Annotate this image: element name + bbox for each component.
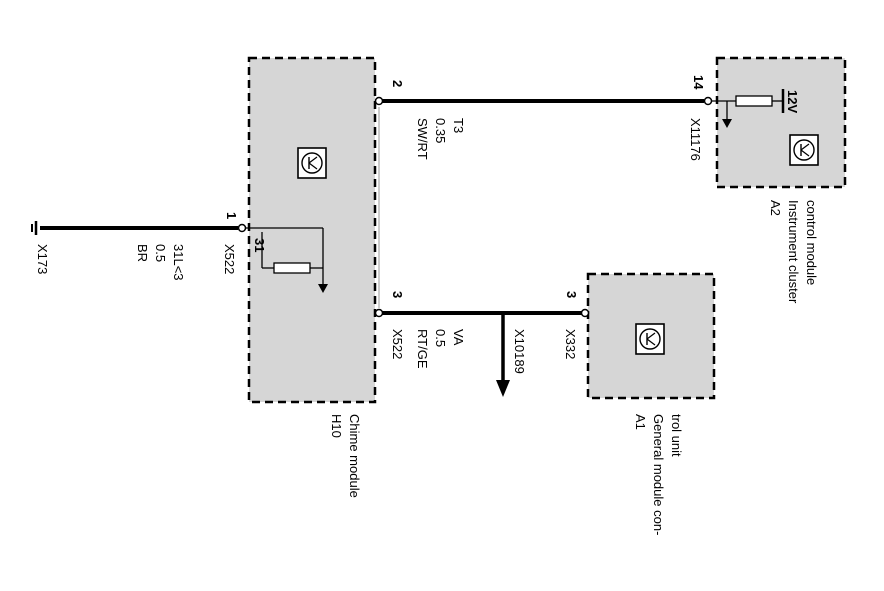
t3-wire-size: 0.35 <box>433 118 448 143</box>
a2-resistor <box>735 95 773 107</box>
a2-pin14-terminal[interactable] <box>703 96 713 106</box>
t3-wire-signal: T3 <box>451 118 466 133</box>
ground-wire-size: 0.5 <box>153 244 168 262</box>
h10-name: Chime module <box>347 414 362 498</box>
h10-pin1-connector: X522 <box>222 244 237 274</box>
va-wire-color: RT/GE <box>415 329 430 369</box>
a2-name-line1: Instrument cluster <box>786 200 801 304</box>
chime-module-box[interactable] <box>247 56 377 404</box>
a1-id: A1 <box>633 414 648 430</box>
t3-wire-color: SW/RT <box>415 118 430 160</box>
h10-pin3-terminal[interactable] <box>374 308 384 318</box>
a2-name-line2: control module <box>804 200 819 285</box>
a1-pin3-terminal[interactable] <box>580 308 590 318</box>
a2-id: A2 <box>768 200 783 216</box>
h10-resistor <box>273 262 311 274</box>
h10-pin2-terminal[interactable] <box>374 96 384 106</box>
ground-symbol-icon <box>31 221 38 235</box>
h10-pin1-number: 1 <box>224 212 239 219</box>
h10-internal-circuit <box>246 227 328 293</box>
va-wire-signal: VA <box>451 329 466 346</box>
a2-connector-label: X11176 <box>688 118 703 161</box>
branch-connector-label: X10189 <box>512 329 527 374</box>
a1-name-line2: trol unit <box>669 414 684 457</box>
general-module-symbol-icon <box>635 323 665 355</box>
a1-name-line1: General module con- <box>651 414 666 535</box>
ground-wire-signal: 31L<3 <box>171 244 186 281</box>
h10-pin3-number: 3 <box>390 291 405 298</box>
h10-pin3-connector: X522 <box>390 329 405 359</box>
h10-internal-pin-number: 31 <box>252 238 267 252</box>
h10-pin1-terminal[interactable] <box>237 223 247 233</box>
va-wire-size: 0.5 <box>433 329 448 347</box>
a2-pin14-number: 14 <box>691 75 706 90</box>
a2-voltage-label: 12V <box>785 90 800 113</box>
h10-pin2-number: 2 <box>390 80 405 87</box>
instrument-cluster-symbol-icon <box>789 134 819 166</box>
ground-wire-color: BR <box>135 244 150 262</box>
h10-ground-arrow-icon <box>318 284 328 293</box>
h10-id: H10 <box>329 414 344 438</box>
a2-arrow-icon <box>722 119 732 128</box>
chime-module-symbol-icon <box>297 147 327 179</box>
branch-arrow-icon <box>496 313 510 397</box>
a1-pin3-number: 3 <box>564 291 579 298</box>
ground-connector-label: X173 <box>35 244 50 274</box>
a1-connector-label: X332 <box>563 329 578 359</box>
a2-internal-circuit <box>712 89 785 128</box>
instrument-cluster-box[interactable] <box>715 56 847 189</box>
